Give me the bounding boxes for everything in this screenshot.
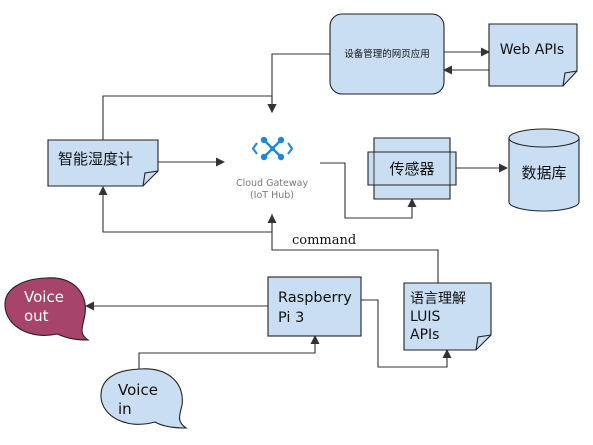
edge-voicein-to-raspberry [138,335,320,370]
node-voice-out-line-1: Voice [24,288,64,306]
iot-hub-title: Cloud Gateway [236,178,309,189]
node-luis-line-3: APIs [410,327,439,343]
node-web-app-label: 设备管理的网页应用 [344,48,430,60]
node-sensor[interactable]: 传感器 [367,137,457,200]
node-raspberry-line-1: Raspberry [278,290,352,306]
node-voice-out[interactable]: Voice out [4,277,90,341]
edge-label-command: command [292,233,356,248]
node-iot-hub[interactable]: Cloud Gateway (IoT Hub) [236,136,309,201]
node-luis-line-2: LUIS [410,309,440,325]
node-voice-in-line-1: Voice [118,381,158,399]
iot-hub-subtitle: (IoT Hub) [250,190,294,201]
node-voice-in-line-2: in [118,400,132,418]
node-database[interactable]: 数据库 [508,128,580,212]
node-raspberry-box[interactable] [267,276,362,337]
node-web-apis-label: Web APIs [500,42,564,58]
node-voice-out-line-2: out [24,307,49,325]
edge-luis-to-iothub [267,214,439,283]
node-hygrometer[interactable]: 智能湿度计 [47,139,159,187]
node-luis-line-1: 语言理解 [410,291,466,307]
connectors [85,47,508,370]
edge-iothub-to-hygrometer [98,186,273,233]
node-web-app[interactable]: 设备管理的网页应用 [329,13,445,95]
edge-raspberry-to-luis [361,299,452,368]
node-sensor-label: 传感器 [389,160,434,178]
node-luis[interactable]: 语言理解 LUIS APIs [403,282,492,351]
node-web-apis[interactable]: Web APIs [488,23,578,87]
edge-webapp-to-iothub [267,53,330,113]
edge-hygrometer-to-iothub-top [102,95,277,140]
node-database-label: 数据库 [521,164,566,182]
iot-hub-icon [251,136,294,161]
node-voice-in[interactable]: Voice in [100,368,188,429]
node-hygrometer-label: 智能湿度计 [58,150,133,168]
node-raspberry-line-2: Pi 3 [278,310,304,326]
edge-iothub-to-sensor [320,162,417,219]
